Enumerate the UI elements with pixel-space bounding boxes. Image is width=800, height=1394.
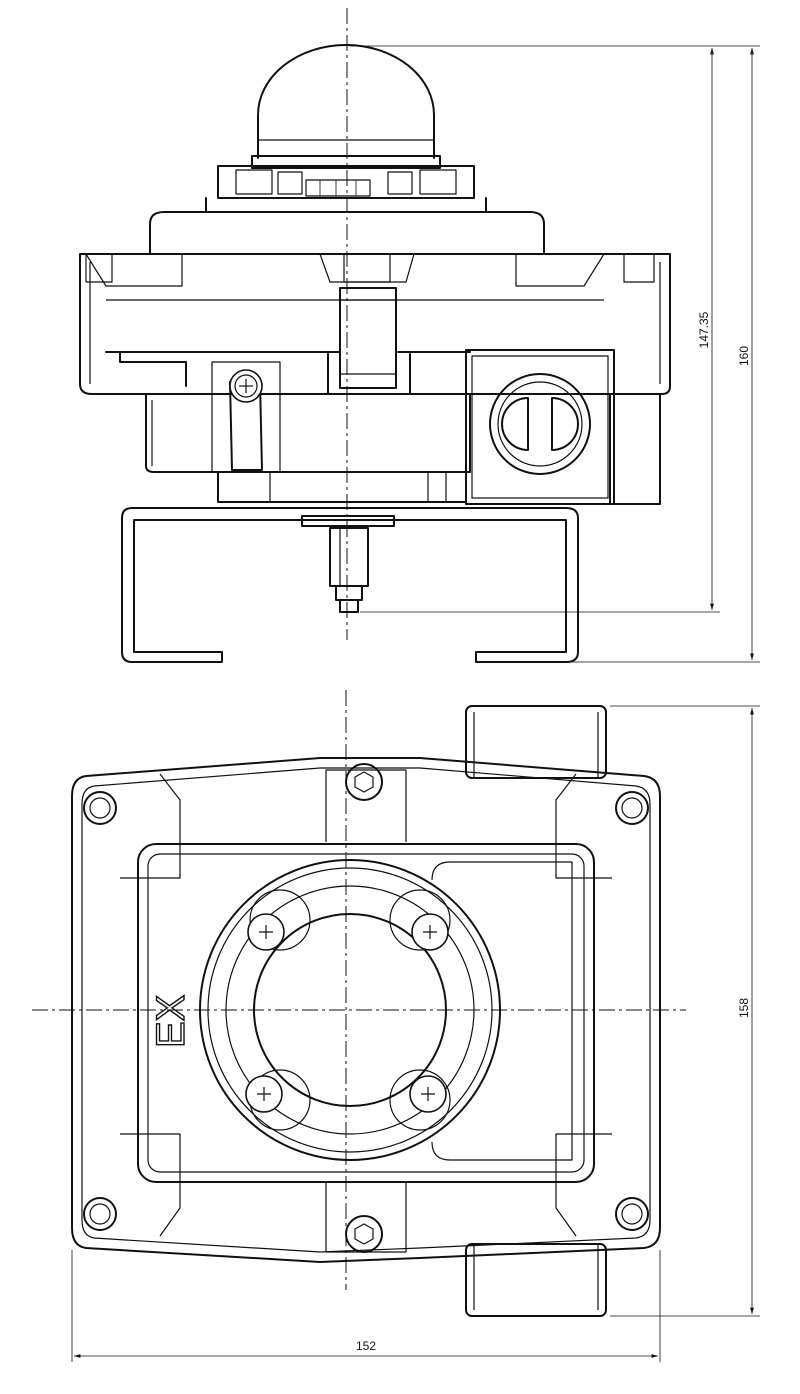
cross-screw-4: [389, 1069, 451, 1131]
entry-tab-bottom: [465, 1243, 607, 1317]
corner-screw-bottom-left: [83, 1197, 117, 1231]
ground-screw: [211, 361, 281, 473]
cross-screw-3: [245, 1069, 311, 1131]
dimension-160: 160: [737, 346, 751, 366]
cross-screw-1: [247, 889, 311, 951]
dimension-158: 158: [737, 998, 751, 1018]
hex-screw-bottom: [345, 1215, 383, 1253]
cross-screw-2: [389, 889, 451, 951]
corner-screw-top-left: [83, 791, 117, 825]
corner-screw-bottom-right: [615, 1197, 649, 1231]
corner-screw-top-right: [615, 791, 649, 825]
cap-housing: [217, 165, 475, 199]
main-body: [79, 253, 671, 395]
indicator-dome: [251, 44, 441, 169]
actuator-shaft: [301, 515, 395, 613]
top-inner-panel: [137, 843, 595, 1183]
dimension-152: 152: [356, 1339, 376, 1353]
center-latch: [339, 287, 397, 389]
top-outer-body: [71, 757, 661, 1263]
top-dimensions: 158 152: [71, 705, 760, 1362]
side-dimensions: 147.35 160: [350, 45, 760, 663]
side-view: [79, 8, 671, 663]
dimension-147-35: 147.35: [697, 311, 711, 348]
top-view: EX: [32, 690, 686, 1317]
lower-housing: [145, 393, 471, 503]
cable-entry: [465, 349, 661, 505]
ex-mark: EX: [149, 995, 193, 1048]
